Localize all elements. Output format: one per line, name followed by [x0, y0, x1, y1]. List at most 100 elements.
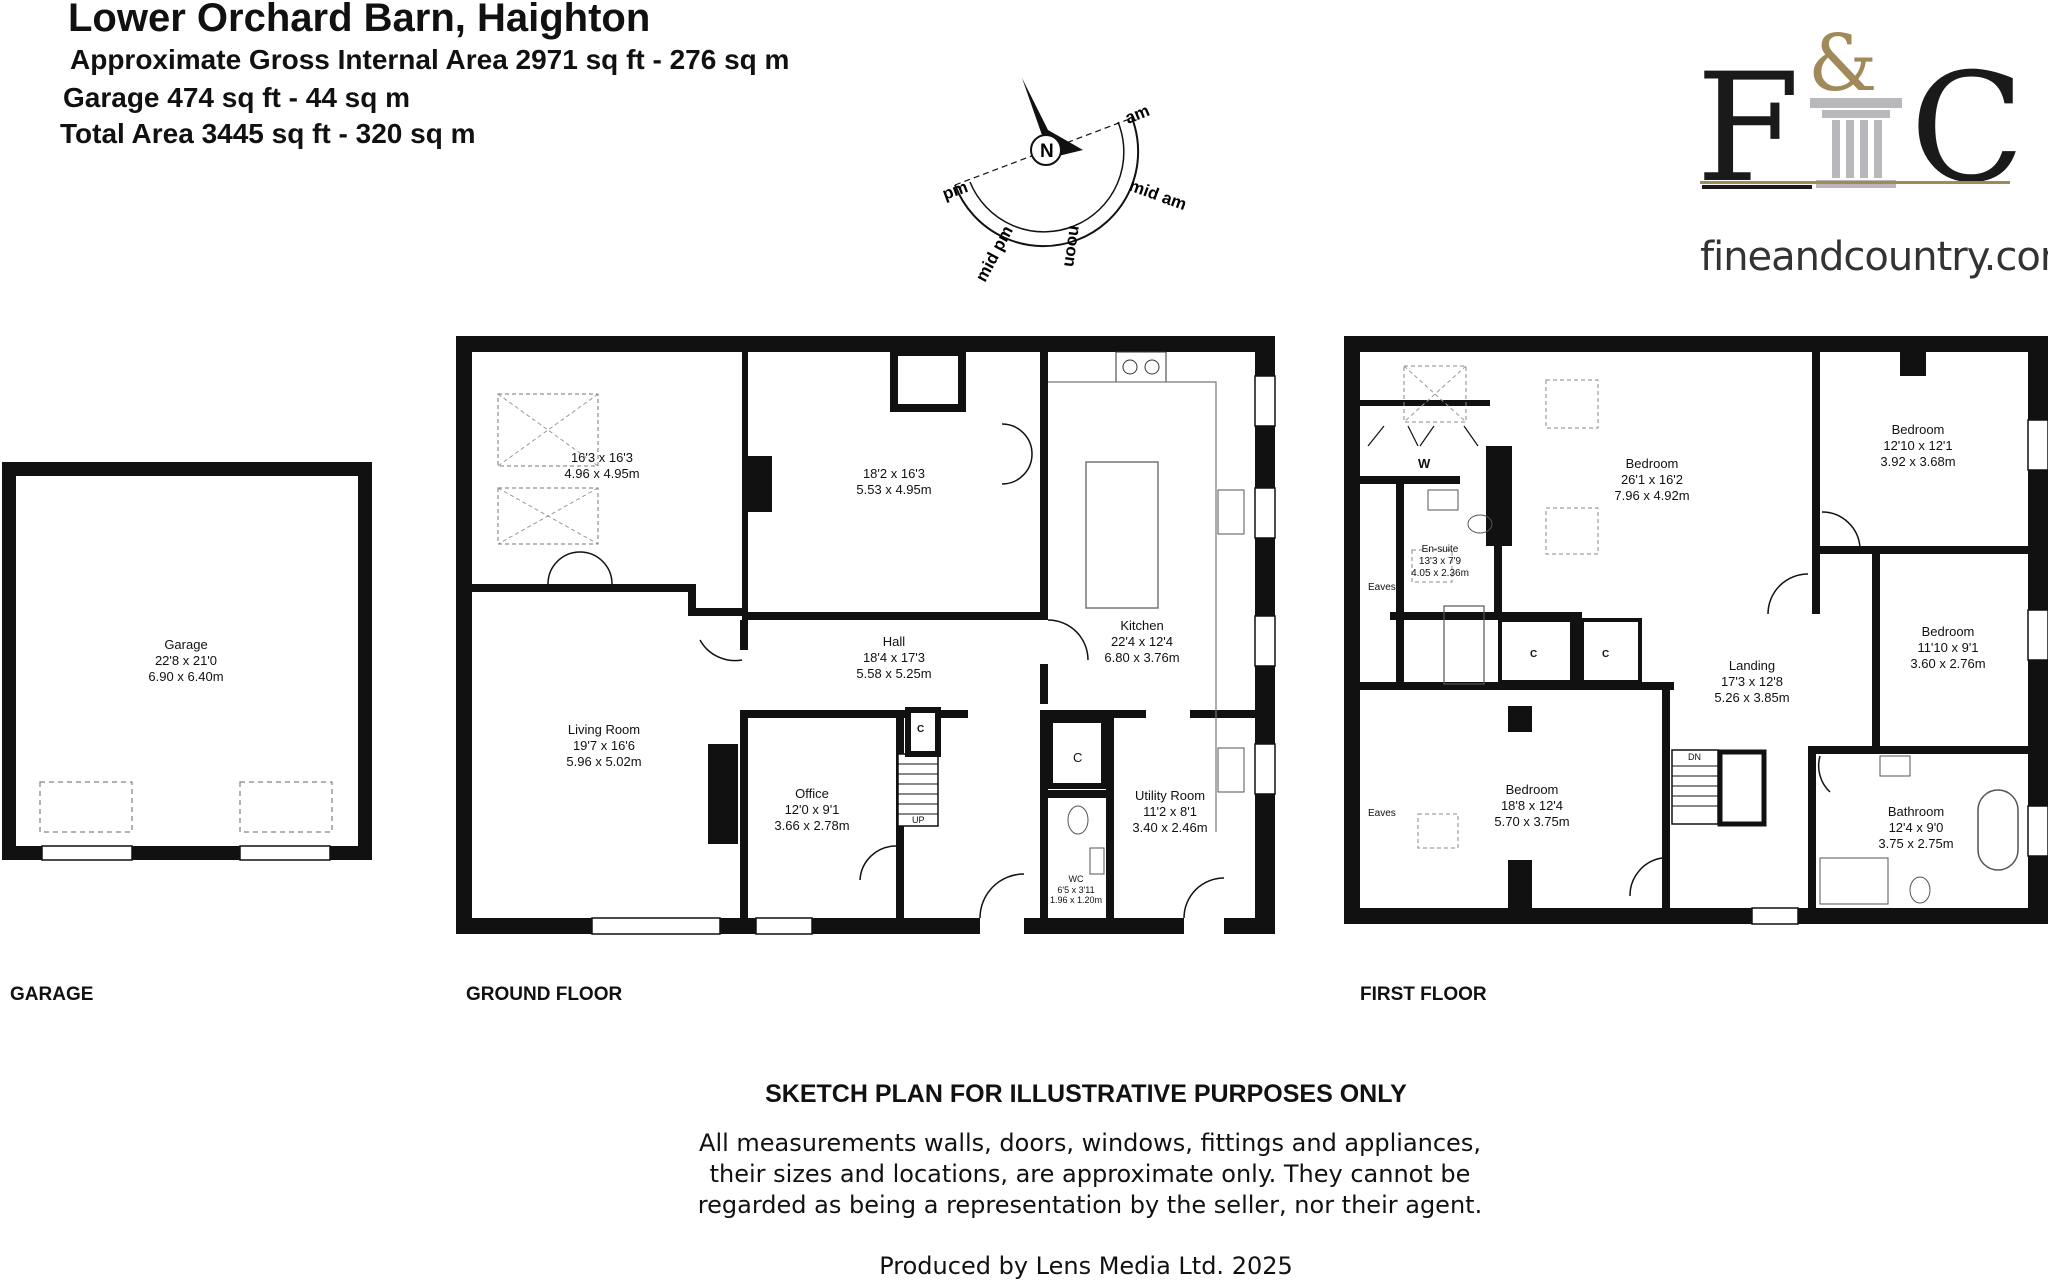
hall-metric: 5.58 x 5.25m — [856, 666, 931, 681]
fine-and-country-logo: F C & fineandcountry.com™ — [1696, 19, 2048, 280]
living-chimney — [708, 744, 738, 844]
ground-floor-label: GROUND FLOOR — [466, 984, 623, 1005]
landing-cupboard — [1580, 618, 1642, 684]
bedroom-main-metric: 7.96 x 4.92m — [1614, 488, 1689, 503]
rooflight — [1545, 507, 1599, 555]
garage-door-left — [41, 845, 133, 861]
bedroom-e-metric: 3.60 x 2.76m — [1910, 656, 1985, 671]
rooflight — [497, 393, 599, 467]
stairs-up-label: UP — [912, 815, 925, 825]
bathroom-metric: 3.75 x 2.75m — [1878, 836, 1953, 851]
utility-cupboard — [1047, 717, 1107, 789]
utility-room-name: Utility Room — [1135, 788, 1205, 803]
compass-center — [1030, 134, 1062, 166]
rooflight — [1417, 813, 1459, 849]
door-swing — [1047, 619, 1089, 661]
wardrobe-label: W — [1418, 456, 1431, 471]
ground-window — [1254, 743, 1276, 795]
toilet-icon — [1467, 514, 1493, 534]
double-doors — [1001, 423, 1033, 485]
room-a-imperial: 16'3 x 16'3 — [571, 450, 633, 465]
logo-gold-rule — [1700, 181, 2010, 184]
door-swing — [859, 845, 897, 881]
landing-imperial: 17'3 x 12'8 — [1721, 674, 1783, 689]
kitchen-name: Kitchen — [1120, 618, 1163, 633]
logo-website: fineandcountry.com™ — [1700, 234, 2048, 280]
kitchen-imperial: 22'4 x 12'4 — [1111, 634, 1173, 649]
rooflight — [1411, 549, 1453, 583]
garage-floor-label: GARAGE — [10, 984, 94, 1005]
shower-icon — [1819, 857, 1889, 905]
ensuite-name: En-suite — [1422, 544, 1459, 555]
eaves-label: Eaves — [1368, 582, 1396, 593]
wc-name: WC — [1069, 874, 1084, 884]
chimney — [1508, 706, 1532, 732]
hob — [1115, 351, 1167, 383]
garage-door-track-left — [39, 781, 133, 833]
ensuite-metric: 4.05 x 2.36m — [1411, 568, 1469, 579]
stairwell-void — [1717, 749, 1767, 827]
ground-window — [755, 917, 813, 935]
ground-window — [591, 917, 721, 935]
french-doors — [547, 551, 613, 585]
garage-door-track-right — [239, 781, 333, 833]
wall — [472, 584, 688, 592]
utility-room-imperial: 11'2 x 8'1 — [1143, 804, 1197, 819]
logo-ampersand: & — [1808, 19, 1877, 109]
first-floor-label: FIRST FLOOR — [1360, 984, 1487, 1005]
garage-door-right — [239, 845, 331, 861]
bedroom-main-name: Bedroom — [1626, 456, 1679, 471]
bedroom-sw-imperial: 18'8 x 12'4 — [1501, 798, 1563, 813]
wc-metric: 1.96 x 1.20m — [1050, 895, 1102, 905]
kitchen-metric: 6.80 x 3.76m — [1104, 650, 1179, 665]
cupboard-label: C — [1602, 649, 1609, 660]
ground-window — [1254, 487, 1276, 539]
office-name: Office — [795, 786, 829, 801]
kitchen-counter — [1048, 381, 1217, 832]
chimney-breast — [742, 456, 772, 512]
understairs-cupboard — [905, 707, 941, 757]
gross-area-text: Approximate Gross Internal Area 2971 sq … — [70, 44, 790, 75]
logo-column-capital — [1810, 98, 1902, 108]
compass-label-noon: noon — [1060, 224, 1085, 268]
rooflight — [497, 487, 599, 545]
wc-imperial: 6'5 x 3'11 — [1057, 885, 1094, 895]
rooflight — [1545, 379, 1599, 429]
ground-window — [1254, 615, 1276, 667]
room-b-metric: 5.53 x 4.95m — [856, 482, 931, 497]
office-metric: 3.66 x 2.78m — [774, 818, 849, 833]
bedroom-e-imperial: 11'10 x 9'1 — [1917, 640, 1978, 655]
bedroom-ne-name: Bedroom — [1892, 422, 1945, 437]
sink-icon — [1217, 489, 1245, 535]
garage-imperial: 22'8 x 21'0 — [155, 653, 217, 668]
hall-name: Hall — [883, 634, 906, 649]
first-window — [1751, 907, 1799, 925]
living-room-name: Living Room — [568, 722, 640, 737]
bathroom-name: Bathroom — [1888, 804, 1944, 819]
garage-name: Garage — [164, 637, 207, 652]
sink-icon — [1217, 747, 1245, 793]
bath-icon — [1443, 605, 1485, 685]
wc-toilet-icon — [1067, 805, 1089, 835]
wc-basin-icon — [1089, 847, 1105, 875]
front-door-gap — [980, 918, 1024, 934]
compass: N am mid am noon mid pm pm — [940, 78, 1189, 285]
freestanding-bath-icon — [1977, 789, 2019, 871]
utility-door-swing — [1183, 877, 1225, 919]
compass-label-am: am — [1122, 101, 1152, 128]
first-floor-plan: W C C DN — [1344, 336, 2048, 925]
living-room-imperial: 19'7 x 16'6 — [573, 738, 635, 753]
bedroom-main-imperial: 26'1 x 16'2 — [1621, 472, 1683, 487]
basin-icon — [1427, 489, 1459, 511]
compass-inner-arc — [969, 121, 1125, 233]
ensuite-imperial: 13'3 x 7'9 — [1419, 556, 1462, 567]
bedroom-sw-name: Bedroom — [1506, 782, 1559, 797]
compass-outer-arc — [954, 117, 1140, 248]
hall-imperial: 18'4 x 17'3 — [863, 650, 925, 665]
toilet-icon — [1909, 876, 1931, 904]
utility-room-metric: 3.40 x 2.46m — [1132, 820, 1207, 835]
garage-metric: 6.90 x 6.40m — [148, 669, 223, 684]
produced-by: Produced by Lens Media Ltd. 2025 — [879, 1252, 1293, 1280]
staircase — [1671, 749, 1719, 825]
